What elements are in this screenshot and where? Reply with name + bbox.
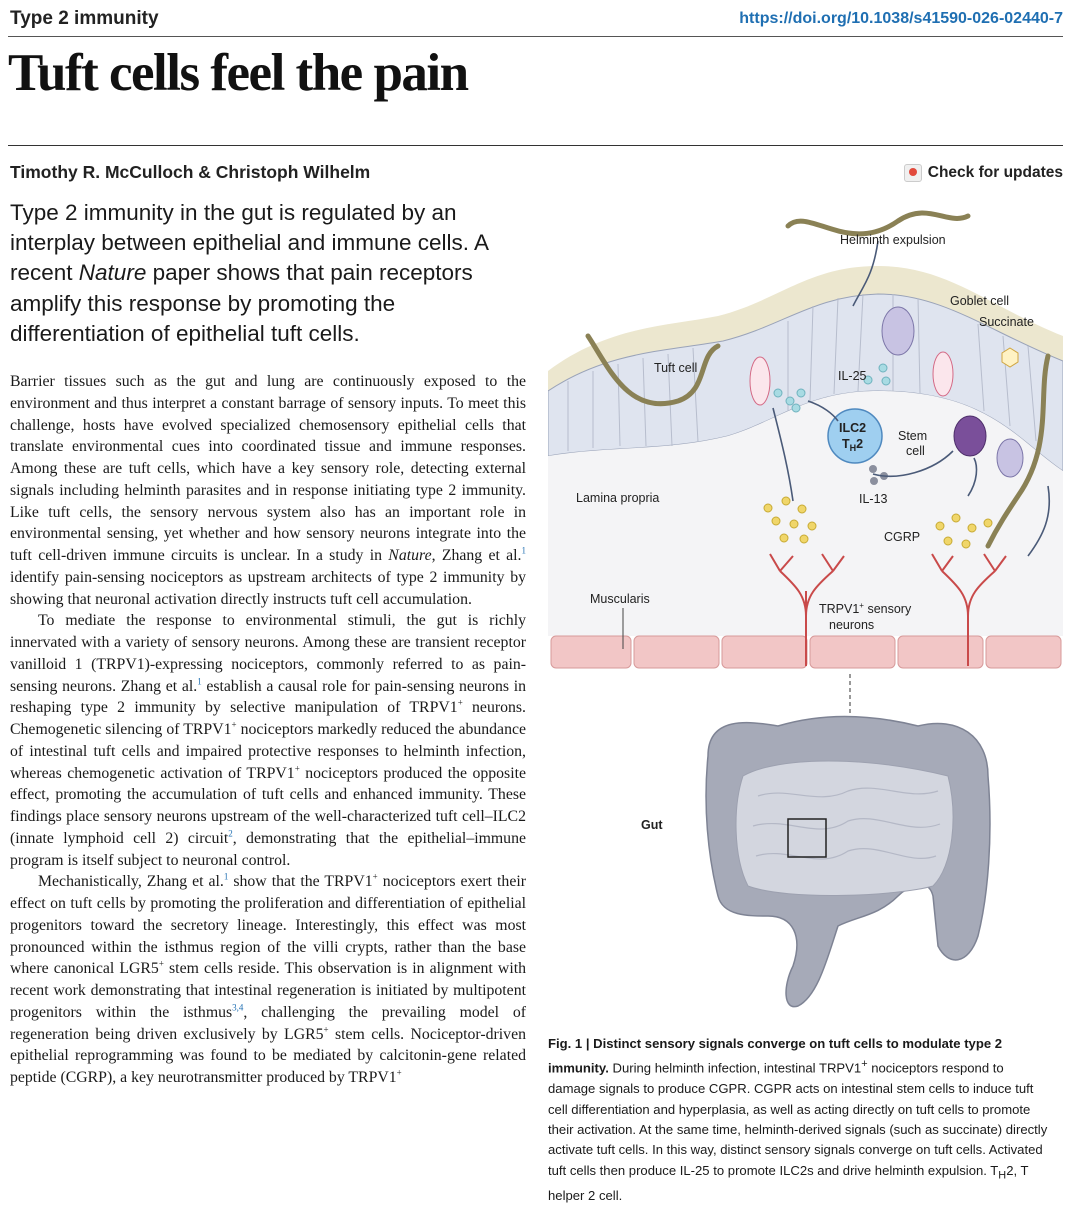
label-th2: TH2 [842, 437, 863, 453]
il13-dots [869, 465, 888, 485]
lamina-propria [548, 391, 1063, 636]
figure-caption: Fig. 1 | Distinct sensory signals conver… [548, 1036, 1048, 1203]
cgrp-dots [763, 496, 993, 549]
reference-link[interactable]: 1 [197, 676, 202, 687]
figure-1-illustration: Helminth expulsion Goblet cell Succinate… [548, 196, 1063, 1008]
label-helminth-expulsion: Helminth expulsion [840, 233, 946, 247]
stem-cell [953, 415, 987, 457]
reference-link[interactable]: 1 [521, 545, 527, 556]
zoom-box [787, 818, 827, 858]
goblet-cell [881, 306, 915, 356]
label-cgrp: CGRP [884, 530, 920, 544]
tuft-cell [749, 356, 771, 406]
standfirst: Type 2 immunity in the gut is regulated … [10, 200, 488, 346]
helminth-worm-3 [985, 353, 1051, 549]
article-body: Barrier tissues such as the gut and lung… [10, 371, 526, 1089]
label-lamina-propria: Lamina propria [576, 491, 659, 505]
tuft-cell-2 [932, 351, 954, 397]
label-stem-cell: cell [906, 444, 925, 458]
label-succinate: Succinate [979, 315, 1034, 329]
label-trpv1-line2: neurons [829, 618, 874, 632]
muscularis-layer [550, 635, 1062, 669]
label-muscularis: Muscularis [590, 592, 650, 606]
helminth-worm-2 [785, 210, 971, 237]
article-title: Tuft cells feel the pain [8, 44, 469, 102]
il25-dots [773, 363, 891, 413]
label-stem: Stem [898, 429, 927, 443]
trpv1-neurons [769, 553, 1007, 666]
check-updates-label: Check for updates [927, 164, 1063, 181]
body-paragraph-2: To mediate the response to environmental… [10, 612, 527, 869]
succinate-molecule-icon [1001, 347, 1019, 368]
intestine-section [548, 196, 1063, 669]
label-il25: IL-25 [838, 369, 867, 383]
label-tuft-cell: Tuft cell [654, 361, 697, 375]
reference-link[interactable]: 2 [228, 828, 233, 839]
reference-link[interactable]: 3,4 [232, 1002, 244, 1013]
epithelium [548, 293, 1063, 472]
authors-divider [8, 145, 1063, 146]
label-trpv1-line1: TRPV1+ sensory [819, 601, 912, 616]
gut-illustration [705, 715, 991, 1008]
check-for-updates-button[interactable]: Check for updates [903, 164, 1063, 182]
signal-arrows [772, 240, 1051, 557]
ilc2-cell [827, 408, 883, 464]
update-badge-icon [903, 164, 922, 182]
body-paragraph-1: Barrier tissues such as the gut and lung… [10, 373, 527, 608]
doi-link[interactable]: https://doi.org/10.1038/s41590-026-02440… [739, 10, 1063, 27]
helminth-worm [585, 333, 721, 406]
goblet-cell-2 [996, 438, 1024, 478]
author-list: Timothy R. McCulloch & Christoph Wilhelm [10, 162, 371, 182]
label-goblet-cell: Goblet cell [950, 294, 1009, 308]
label-il13: IL-13 [859, 492, 888, 506]
section-tag: Type 2 immunity [10, 8, 159, 29]
reference-link[interactable]: 1 [223, 871, 229, 882]
label-ilc2: ILC2 [839, 421, 866, 435]
label-gut: Gut [641, 818, 663, 832]
body-paragraph-3: Mechanistically, Zhang et al.1 show that… [10, 871, 527, 1086]
header-divider [8, 36, 1063, 37]
